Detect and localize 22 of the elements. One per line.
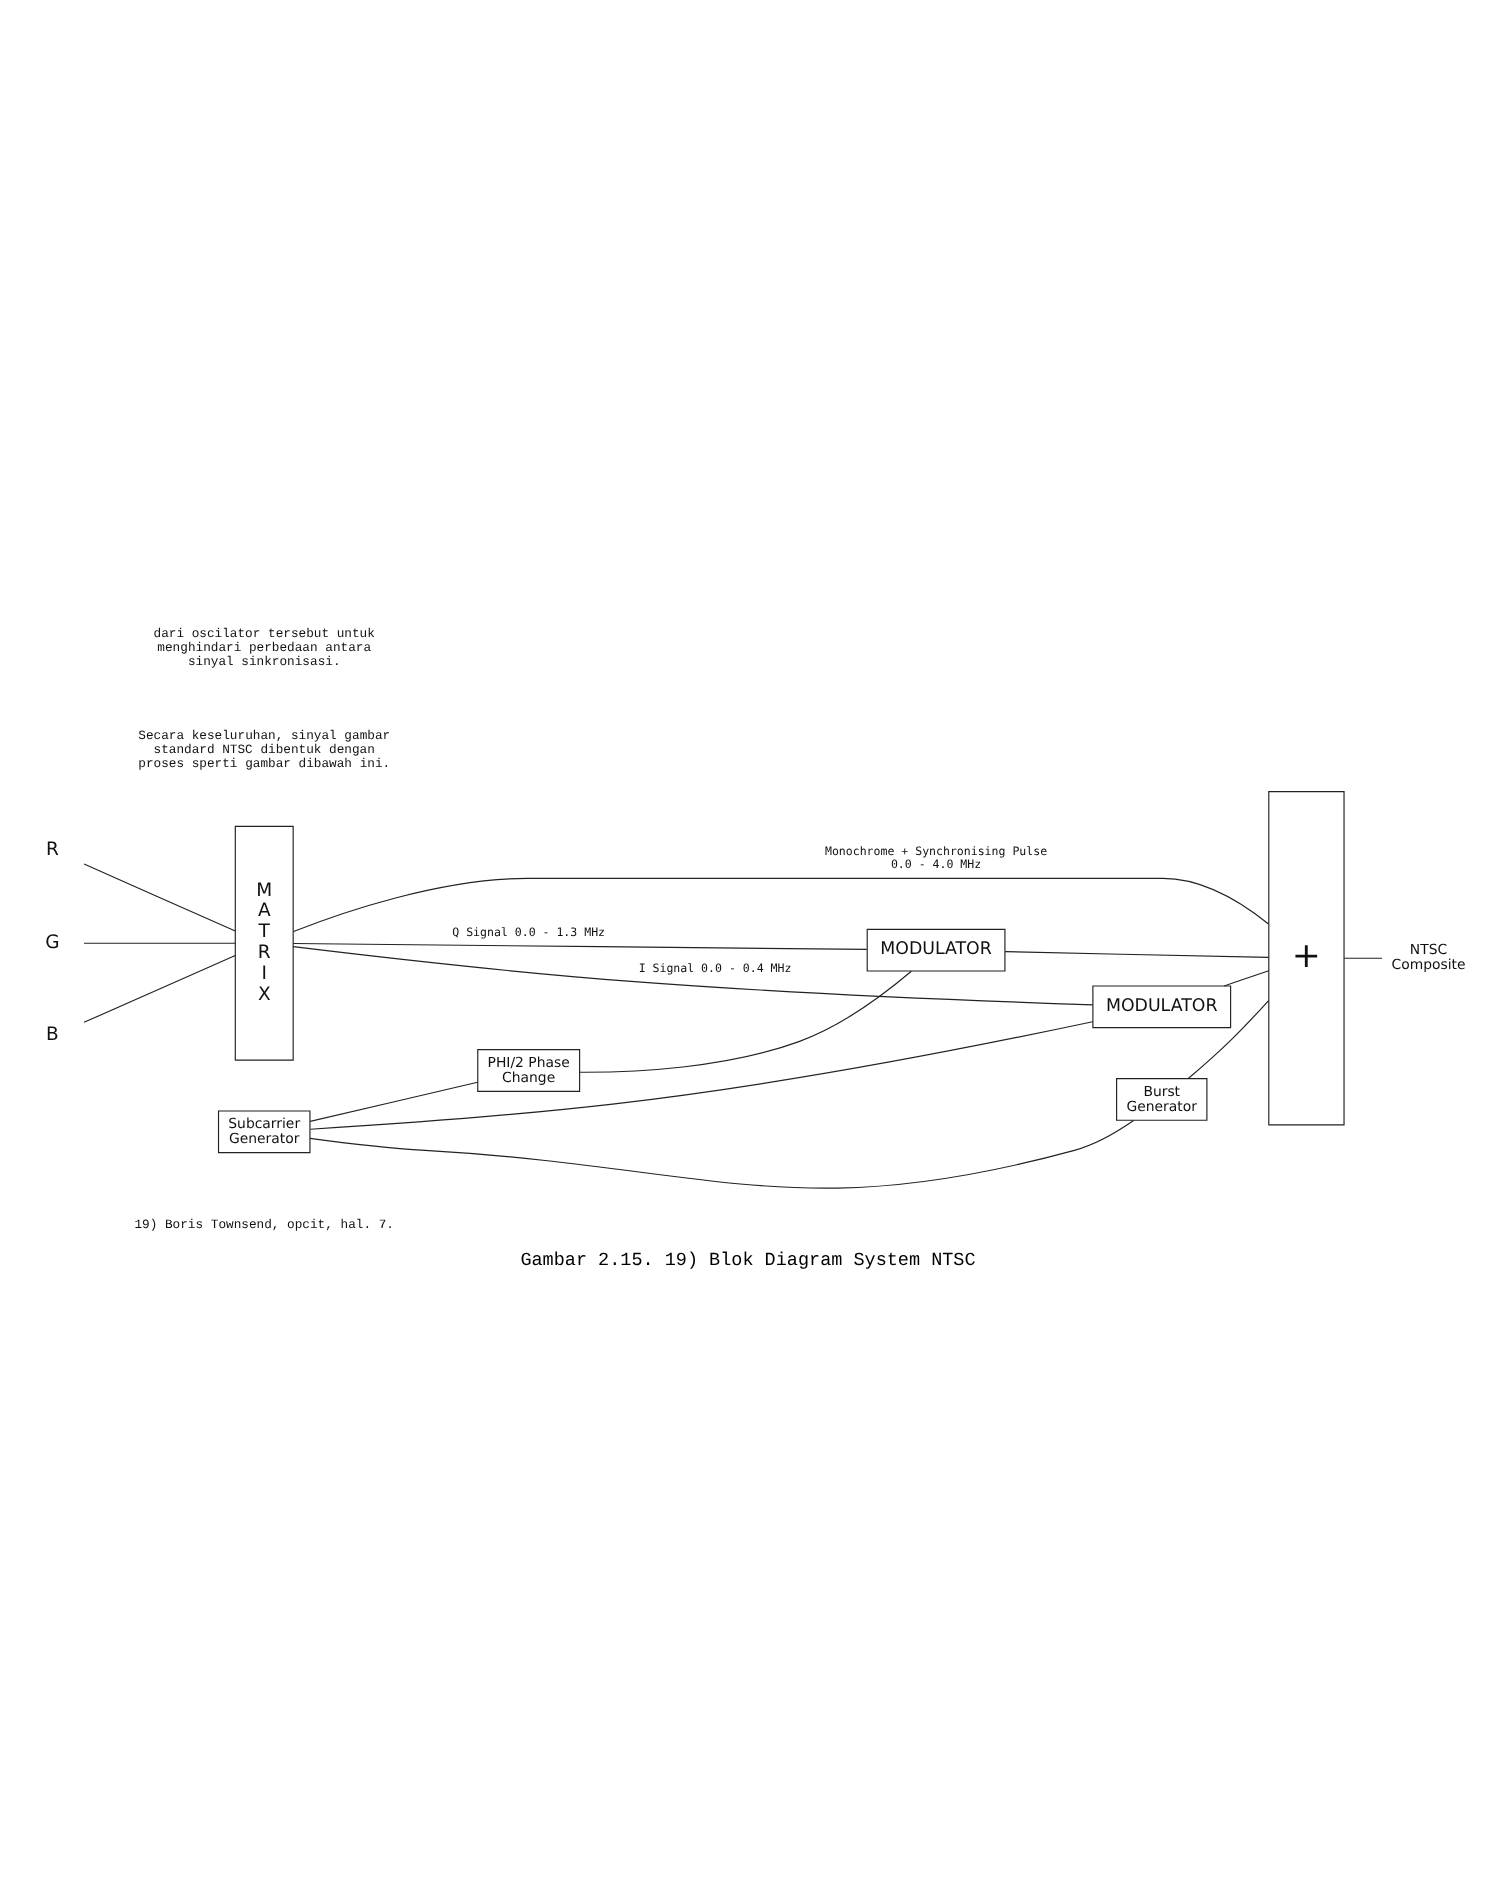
connector: [1004, 950, 1270, 958]
connector: [309, 1080, 479, 1121]
caption: Gambar 2.15. 19) Blok Diagram System NTSC: [520, 1247, 976, 1270]
node-text: G: [45, 930, 60, 953]
connector: [579, 969, 912, 1072]
connector: [83, 941, 236, 943]
node-box: MODULATOR: [1092, 984, 1232, 1028]
node-text: R: [46, 838, 59, 861]
node-text: B: [46, 1023, 59, 1046]
node-box: M A T R I X: [234, 824, 294, 1060]
connector: [1343, 956, 1383, 958]
connector: [292, 945, 1094, 1005]
connector: [292, 941, 868, 950]
node-box: MODULATOR: [866, 927, 1006, 971]
connector: [83, 862, 236, 931]
connector: [1187, 998, 1270, 1079]
connector: [292, 876, 1270, 932]
connector: [83, 953, 236, 1022]
connector: [1223, 969, 1270, 986]
connector: [309, 1020, 1094, 1129]
node-box: +: [1268, 790, 1345, 1125]
connector: [309, 1118, 1135, 1188]
